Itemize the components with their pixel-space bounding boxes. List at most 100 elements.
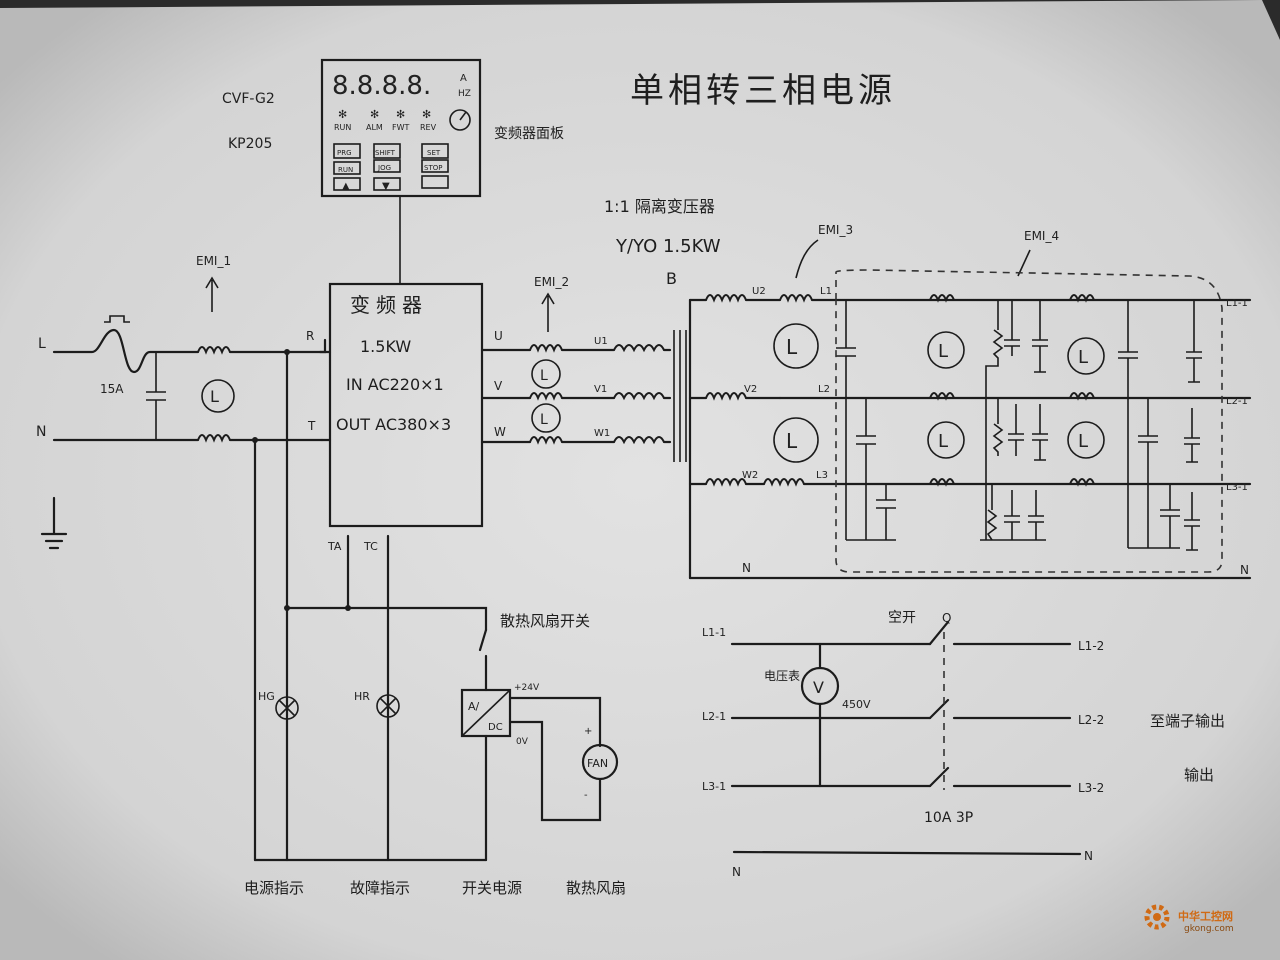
svg-text:✻: ✻	[422, 108, 431, 121]
bottom-label-psu: 开关电源	[462, 879, 522, 897]
lamp-hr-label: HR	[354, 690, 370, 703]
inverter-block: 变频器 1.5KW IN AC220×1 OUT AC380×3 R T U V…	[306, 282, 506, 553]
indicator-run: RUN	[334, 123, 351, 132]
key-stop	[421, 159, 449, 173]
svg-text:L: L	[540, 368, 548, 384]
watermark-url: gkong.com	[1184, 924, 1234, 934]
emi1-label: EMI_1	[196, 254, 231, 268]
breaker-tag: Q	[942, 611, 951, 625]
terminal-note: 至端子输出	[1150, 712, 1225, 730]
secondary-v2: V2	[744, 384, 757, 395]
voltmeter-symbol: V	[813, 678, 824, 697]
key-set	[421, 143, 449, 159]
emi3-out-l3: L3	[816, 470, 828, 481]
key-set-label: SET	[427, 149, 441, 157]
svg-text:L: L	[1078, 431, 1088, 452]
terminal-w: W	[494, 425, 506, 439]
terminal-note-2: 输出	[1184, 766, 1214, 784]
bottom-label-power: 电源指示	[244, 879, 304, 897]
fan-icon	[581, 743, 619, 781]
emi4-filter: EMI_4 L L L L L1-1 L2-1 L3-1 N N	[742, 229, 1249, 577]
line-label-n: N	[36, 424, 46, 440]
keypad-model: CVF-G2	[222, 91, 275, 107]
inverter-out-spec: OUT AC380×3	[336, 415, 451, 434]
ground-icon	[40, 496, 68, 550]
fuse-label: 15A	[100, 382, 124, 396]
arrow-up-icon	[205, 276, 219, 312]
terminal-t: T	[307, 419, 316, 433]
watermark: 中华工控网 gkong.com	[1140, 890, 1270, 950]
emi3-label: EMI_3	[818, 223, 853, 237]
line-label-l: L	[38, 336, 46, 352]
key-run	[333, 161, 361, 175]
up-arrow-icon: ▲	[342, 181, 350, 192]
keypad-part: KP205	[228, 136, 272, 152]
key-prg-label: PRG	[337, 149, 352, 157]
terminal-ta: TA	[327, 540, 342, 553]
output-section: L1-1 L2-1 L3-1 空开 Q 10A 3P L1-2 L2-2 L3-…	[702, 610, 1225, 879]
diagram-title: 单相转三相电源	[630, 71, 896, 111]
arrow-up-icon	[541, 292, 555, 332]
emi4-neutral: N	[742, 561, 751, 575]
transformer-caption: 1:1 隔离变压器	[604, 197, 715, 216]
fan-switch-label: 散热风扇开关	[500, 612, 590, 630]
transformer-label: B	[666, 269, 677, 288]
emi2-out-u1: U1	[594, 336, 608, 347]
key-prg	[333, 143, 361, 159]
keypad-caption: 变频器面板	[494, 126, 564, 142]
key-jog	[373, 159, 401, 173]
svg-text:L: L	[540, 412, 548, 428]
transformer-spec: Y/YO 1.5KW	[615, 236, 721, 257]
fan-pin-minus: -	[584, 790, 588, 801]
voltmeter-icon	[800, 666, 840, 706]
svg-text:✻: ✻	[338, 108, 347, 121]
out-l2-2: L2-2	[1078, 713, 1104, 727]
inverter-power: 1.5KW	[360, 337, 411, 356]
key-down	[373, 177, 401, 191]
svg-text:✻: ✻	[396, 108, 405, 121]
keypad-panel: CVF-G2 KP205 变频器面板 8.8.8.8. A HZ RUN ALM…	[222, 58, 564, 284]
voltmeter-label: 电压表	[764, 669, 800, 683]
keypad-display: 8.8.8.8.	[332, 71, 431, 101]
out-l1-2: L1-2	[1078, 639, 1104, 653]
control-section: 散热风扇开关 HG HR A/ DC +24V 0V FAN + - 电源指示 …	[244, 534, 626, 897]
bottom-label-fault: 故障指示	[350, 879, 410, 897]
emi4-out-l2: L2-1	[1226, 396, 1248, 407]
fan-pin-plus: +	[584, 726, 592, 737]
emi3-out-l2: L2	[818, 384, 830, 395]
svg-text:L: L	[210, 387, 219, 406]
input-section: L N 15A EMI_1 L	[36, 254, 327, 862]
out-neutral-in: N	[732, 865, 741, 879]
voltmeter-range: 450V	[842, 698, 871, 711]
emi4-out-l3: L3-1	[1226, 482, 1248, 493]
out-in-l2: L2-1	[702, 710, 726, 723]
out-in-l3: L3-1	[702, 780, 726, 793]
psu-out-0v: 0V	[516, 737, 529, 747]
transformer: 1:1 隔离变压器 Y/YO 1.5KW B U2 V2 W2	[604, 197, 782, 580]
bottom-label-fan: 散热风扇	[566, 879, 626, 897]
lamp-hg-label: HG	[258, 690, 275, 703]
key-shift-label: SHIFT	[375, 149, 396, 157]
gear-icon	[1144, 904, 1170, 930]
indicator-fwt: FWT	[392, 123, 410, 132]
breaker-label: 空开	[888, 610, 916, 626]
star-icon: ✻✻✻✻	[338, 108, 431, 121]
indicator-a: A	[460, 73, 467, 84]
secondary-u2: U2	[752, 286, 766, 297]
key-up	[333, 177, 361, 191]
out-l3-2: L3-2	[1078, 781, 1104, 795]
inverter-title: 变频器	[350, 293, 428, 317]
key-shift	[373, 143, 401, 159]
emi2-filter: EMI_2 L L U1 V1 W1	[480, 275, 672, 445]
key-stop-label: STOP	[424, 164, 442, 172]
key-run-label: RUN	[338, 166, 353, 174]
lamp-icon	[376, 694, 400, 718]
emi2-out-v1: V1	[594, 384, 607, 395]
terminal-tc: TC	[363, 540, 378, 553]
lamp-icon	[275, 696, 299, 720]
watermark-cn: 中华工控网	[1178, 910, 1233, 923]
svg-text:DC: DC	[488, 722, 503, 733]
terminal-u: U	[494, 329, 503, 343]
